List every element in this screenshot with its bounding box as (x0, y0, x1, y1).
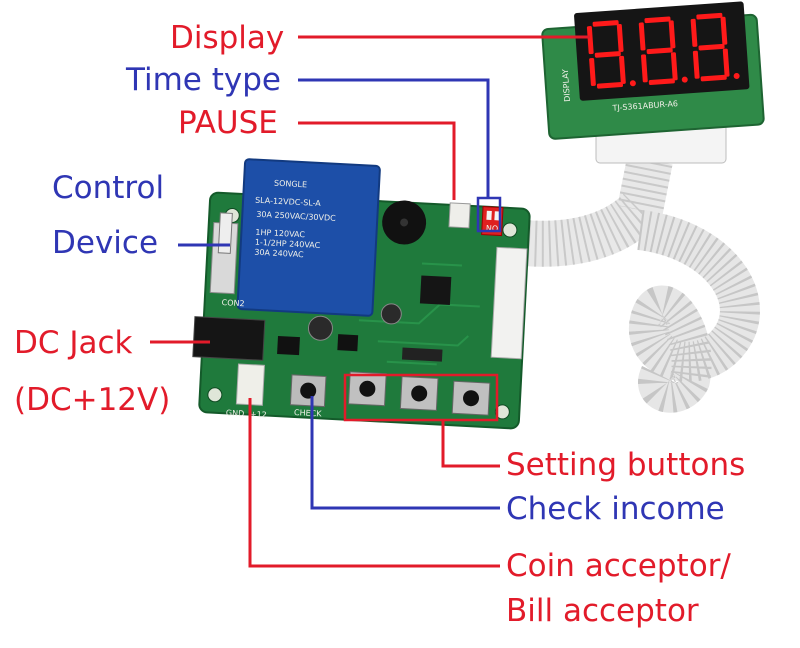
pause-connector (448, 202, 471, 229)
coin-leader (248, 398, 500, 568)
setting-buttons (348, 371, 491, 416)
segment-b (616, 23, 624, 53)
label-time-type: Time type (126, 62, 281, 98)
segment-a (696, 12, 723, 20)
capacitor-2 (380, 303, 402, 325)
segment-b (720, 16, 728, 45)
check-leader (310, 396, 500, 510)
control-terminal: CON2 (209, 212, 245, 308)
label-bill-acceptor: Bill acceptor (506, 593, 699, 629)
leader-lines (150, 35, 590, 568)
decimal-point (629, 80, 636, 87)
label-pause: PAUSE (178, 105, 278, 141)
relay-brand: SONGLE (274, 179, 308, 190)
gnd-silk: GND (226, 408, 245, 418)
label-setting-buttons: Setting buttons (506, 447, 746, 483)
segment-a (592, 20, 619, 27)
main-pcb: SONGLE SLA-12VDC-SL-A 30A 250VAC/30VDC 1… (192, 158, 531, 430)
display-module: DISPLAY TJ-S361ABUR-A6 (541, 1, 765, 140)
ribbon-cable (496, 112, 760, 413)
segment-g (698, 43, 725, 51)
segment-f (586, 26, 594, 55)
label-device: Device (52, 225, 159, 261)
label-display: Display (170, 20, 285, 56)
segment-d (700, 74, 727, 82)
segment-d (648, 78, 675, 86)
relay-rating-2: 1HP 120VAC (255, 228, 305, 240)
display-side-silk: DISPLAY (561, 69, 572, 102)
pause-leader (298, 121, 456, 200)
ic-chip (419, 275, 452, 305)
segment-e (641, 54, 648, 83)
label-coin-acceptor: Coin acceptor/ (506, 548, 731, 584)
label-control: Control (52, 170, 165, 206)
relay: SONGLE SLA-12VDC-SL-A 30A 250VAC/30VDC 1… (236, 158, 381, 317)
check-silk: CHECK (294, 408, 323, 418)
relay-rating-3: 1-1/2HP 240VAC (255, 238, 321, 250)
segment-c (722, 48, 730, 77)
label-check-income: Check income (506, 491, 725, 527)
segment-f (638, 22, 646, 51)
time-type-leader (298, 78, 490, 198)
led-digits (586, 12, 740, 89)
relay-model: SLA-12VDC-SL-A (255, 196, 322, 208)
segment-b (668, 20, 676, 49)
setting-leader (441, 420, 500, 468)
plus12-silk: +12 (250, 410, 267, 420)
decimal-point (733, 72, 740, 79)
setting-buttons-box (343, 373, 499, 422)
regulator (337, 334, 359, 352)
con2-silk: CON2 (221, 298, 244, 308)
segment-g (594, 51, 621, 58)
dc-jack (192, 316, 266, 361)
relay-rating-4: 30A 240VAC (254, 248, 304, 260)
display-header (490, 246, 528, 360)
segment-c (619, 55, 626, 84)
relay-rating-1: 30A 250VAC/30VDC (256, 210, 336, 223)
label-dc-voltage: (DC+12V) (14, 382, 171, 418)
segment-c (670, 52, 678, 81)
decimal-point (681, 76, 688, 83)
segment-e (692, 50, 700, 79)
switch-silk: NO (486, 224, 499, 234)
dip-switch: NO (481, 206, 504, 237)
segment-e (589, 57, 596, 87)
pin-header (401, 347, 443, 362)
segment-d (596, 82, 624, 89)
segment-a (644, 16, 671, 24)
segment-g (646, 47, 673, 55)
segment-f (690, 18, 698, 47)
transistor (277, 336, 300, 356)
capacitor-1 (307, 315, 333, 341)
label-dc-jack: DC Jack (14, 325, 133, 361)
